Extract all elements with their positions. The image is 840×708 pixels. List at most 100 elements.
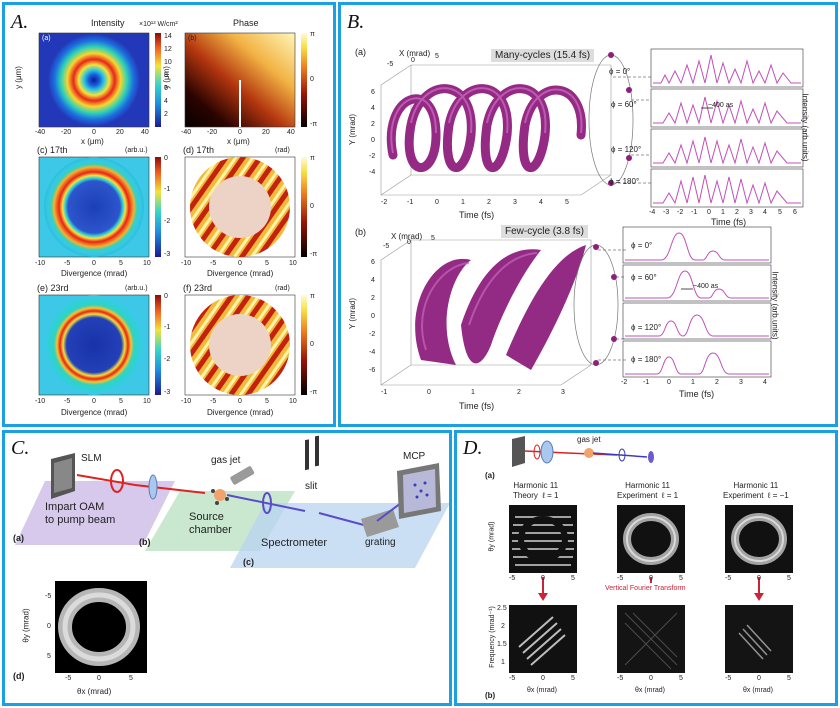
sub-e-label: (e) 23rd xyxy=(37,283,69,293)
sub-b-label: (b) xyxy=(485,691,496,700)
grating-label: grating xyxy=(365,537,396,548)
helix-y-tick: -6 xyxy=(369,367,376,374)
div-tick: 0 xyxy=(238,260,242,267)
many-time-tick: 1 xyxy=(721,209,725,216)
arbu-unit-2: (arb.u.) xyxy=(125,285,148,292)
freq-tick: 1 xyxy=(501,659,505,666)
as-label: ~400 as xyxy=(708,102,734,109)
title-few: Few-cycle (3.8 fs) xyxy=(501,225,588,238)
um-tick: 20 xyxy=(262,129,270,136)
sub-d-label: (d) 17th xyxy=(183,145,215,155)
div-tick: 5 xyxy=(265,260,269,267)
sub-b-label: (b) xyxy=(355,227,366,237)
x-um-label: x (μm) xyxy=(81,137,104,146)
helix-x-tick: 5 xyxy=(435,53,439,60)
helix-y-tick: 0 xyxy=(371,313,375,320)
few-time-tick: 4 xyxy=(763,379,767,386)
few-time-tick: 0 xyxy=(667,379,671,386)
col1-title: Harmonic 11 Theory ℓ = 1 xyxy=(513,481,559,500)
helix-t-tick: 3 xyxy=(513,199,517,206)
helix-t-tick: -2 xyxy=(381,199,388,206)
phi-label: ϕ = 60° xyxy=(611,100,637,109)
div-tick: 0 xyxy=(238,398,242,405)
impart-label: Impart OAM to pump beam xyxy=(45,501,116,526)
div-tick: 10 xyxy=(289,398,297,405)
helix-y-tick: 2 xyxy=(371,295,375,302)
panel-letter: D. xyxy=(463,437,483,459)
many-time-tick: -2 xyxy=(677,209,684,216)
helix-t-tick: 1 xyxy=(471,389,475,396)
div-tick: 0 xyxy=(92,260,96,267)
phi-label: ϕ = 120° xyxy=(611,145,642,154)
log-tick: 0 xyxy=(164,293,168,300)
thy-tick: -5 xyxy=(45,593,52,600)
thx-tick: 5 xyxy=(571,575,575,582)
rad-unit-2: (rad) xyxy=(275,285,290,292)
title-many: Many-cycles (15.4 fs) xyxy=(491,49,595,62)
pulse-traces-many xyxy=(622,48,804,378)
phase-tick: 0 xyxy=(310,76,314,83)
div-label: Divergence (mrad) xyxy=(61,269,128,278)
y-um-label: y (μm) xyxy=(13,66,23,89)
many-time-tick: 0 xyxy=(707,209,711,216)
intensity-label: Intensity (arb.units) xyxy=(800,93,810,162)
ymrad-label: Y (mrad) xyxy=(347,114,357,145)
spectrometer-label: Spectrometer xyxy=(261,537,328,549)
intensity-unit: ×10¹³ W/cm² xyxy=(139,21,178,28)
thx-label: θx (mrad) xyxy=(77,687,112,696)
thy-label: θy (mrad) xyxy=(21,608,31,643)
helix-y-tick: 6 xyxy=(371,259,375,266)
log-tick: -3 xyxy=(164,389,171,396)
div-tick: -5 xyxy=(210,398,217,405)
phi-label: ϕ = 180° xyxy=(609,177,640,186)
thx-tick: 0 xyxy=(757,675,761,682)
panel-b: B. (a) (b) Many-cycles (15.4 fs) Few-cyc… xyxy=(338,2,838,427)
few-time-tick: 3 xyxy=(739,379,743,386)
intensity-label-2: Intensity (arb.units) xyxy=(770,271,780,340)
div-tick: -10 xyxy=(35,398,46,405)
helix-t-tick: -1 xyxy=(381,389,388,396)
sub-f-label: (f) 23rd xyxy=(183,283,213,293)
many-time-tick: -3 xyxy=(663,209,670,216)
helix-y-tick: 4 xyxy=(371,105,375,112)
many-time-tick: 3 xyxy=(749,209,753,216)
div-label-2: Divergence (mrad) xyxy=(207,269,274,278)
helix-x-tick: 5 xyxy=(431,235,435,242)
panel-c: C. SLM gas jet slit MCP xyxy=(2,430,452,706)
int-tick: 2 xyxy=(164,111,168,118)
many-time-tick: -1 xyxy=(691,209,698,216)
um-tick: 20 xyxy=(116,129,124,136)
thx-label: θx (mrad) xyxy=(635,687,665,694)
helix-time-label: Time (fs) xyxy=(459,210,495,220)
helix-y-tick: -2 xyxy=(369,331,376,338)
log-tick: -3 xyxy=(164,251,171,258)
few-time-tick: 1 xyxy=(691,379,695,386)
y-um-label-2: y (μm) xyxy=(161,66,171,89)
sub-b-label: (b) xyxy=(188,35,197,42)
um-tick: 0 xyxy=(238,129,242,136)
div-tick: -5 xyxy=(64,260,71,267)
um-tick: -40 xyxy=(181,129,192,136)
freq-label: Frequency (mrad⁻¹) xyxy=(488,606,496,668)
thx-tick: 5 xyxy=(679,575,683,582)
div-tick: 5 xyxy=(265,398,269,405)
helix-y-tick: -4 xyxy=(369,169,376,176)
thx-tick: 0 xyxy=(541,575,545,582)
thx-tick: 5 xyxy=(679,675,683,682)
sub-a-label: (a) xyxy=(13,533,24,543)
um-tick: 0 xyxy=(92,129,96,136)
phase-tick: π xyxy=(310,293,315,300)
int-tick: 14 xyxy=(164,33,172,40)
phi-label: ϕ = 120° xyxy=(631,323,662,332)
log-tick: 0 xyxy=(164,155,168,162)
thx-tick: -5 xyxy=(725,675,732,682)
div-tick: -5 xyxy=(64,398,71,405)
sub-d-label: (d) xyxy=(13,671,25,681)
thx-tick: -5 xyxy=(725,575,732,582)
helix-t-tick: 1 xyxy=(461,199,465,206)
freq-tick: 2.5 xyxy=(497,605,507,612)
helix-t-tick: 4 xyxy=(539,199,543,206)
slm-device xyxy=(51,453,75,499)
phase-tick: 0 xyxy=(310,341,314,348)
many-time-tick: 5 xyxy=(778,209,782,216)
